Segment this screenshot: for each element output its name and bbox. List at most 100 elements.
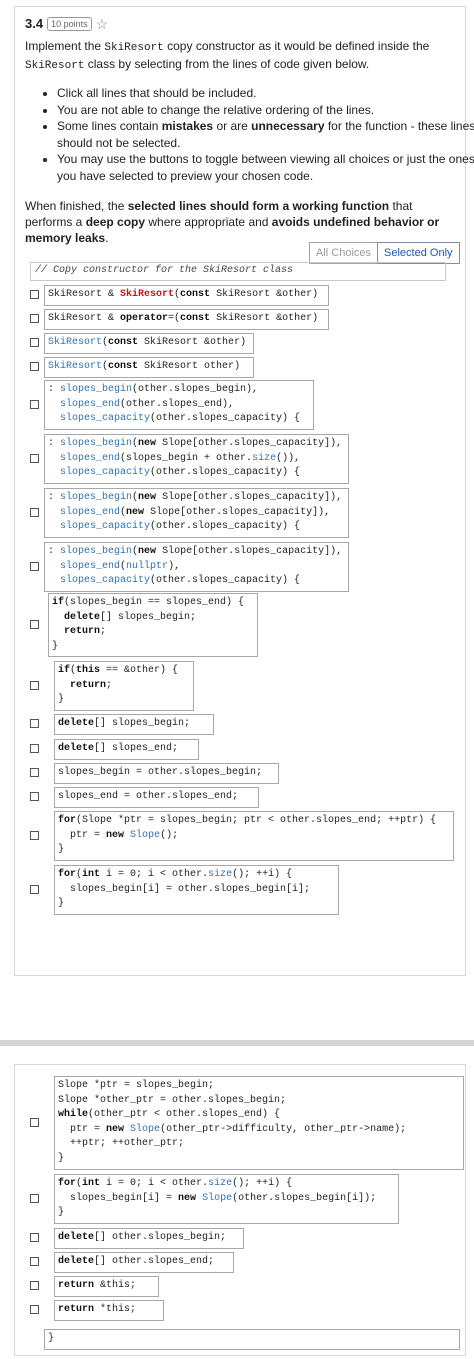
code-token: (); ++i) {	[232, 869, 293, 880]
choice-checkbox[interactable]	[30, 399, 39, 409]
code-choice[interactable]: : slopes_begin(new Slope[other.slopes_ca…	[44, 488, 349, 538]
question-header: 3.4 10 points ☆	[25, 16, 108, 31]
choice-checkbox[interactable]	[30, 1117, 39, 1127]
choice-checkbox[interactable]	[30, 1281, 39, 1291]
choice-checkbox[interactable]	[30, 338, 39, 348]
choice-checkbox[interactable]	[30, 768, 39, 778]
code-choice[interactable]: return *this;	[54, 1300, 164, 1321]
class-name-code: SkiResort	[25, 60, 85, 72]
code-choice[interactable]: : slopes_begin(other.slopes_begin), slop…	[44, 380, 314, 430]
code-choice[interactable]: SkiResort(const SkiResort other)	[44, 357, 254, 378]
code-token: SkiResort &other)	[138, 337, 247, 348]
code-choice[interactable]: for(int i = 0; i < other.size(); ++i) { …	[54, 865, 339, 915]
choice-checkbox[interactable]	[30, 314, 39, 324]
choice-checkbox[interactable]	[30, 719, 39, 729]
finish-text: avoids undefined behavior or memory leak…	[25, 215, 440, 245]
choice-checkbox[interactable]	[30, 1193, 39, 1203]
code-choice[interactable]: SkiResort & operator=(const SkiResort &o…	[44, 309, 329, 330]
code-token	[48, 413, 60, 424]
code-token: (	[102, 337, 109, 348]
code-token: (	[76, 1178, 83, 1189]
code-choice[interactable]: delete[] slopes_begin;	[54, 714, 214, 735]
question-number: 3.4	[25, 16, 44, 31]
code-choice[interactable]: slopes_end = other.slopes_end;	[54, 787, 259, 808]
code-line: delete[] slopes_begin;	[58, 717, 210, 732]
code-token: size	[252, 452, 277, 464]
code-choice[interactable]: for(Slope *ptr = slopes_begin; ptr < oth…	[54, 811, 454, 861]
code-token: (other.slopes_capacity) {	[150, 413, 301, 425]
code-token	[52, 626, 64, 637]
code-line: return;	[52, 625, 254, 640]
code-token: ),	[168, 560, 181, 572]
code-choice[interactable]: slopes_begin = other.slopes_begin;	[54, 763, 279, 784]
choice-checkbox[interactable]	[30, 561, 39, 571]
code-line: SkiResort & operator=(const SkiResort &o…	[48, 312, 325, 327]
code-line: : slopes_begin(new Slope[other.slopes_ca…	[48, 491, 345, 506]
code-token: delete	[58, 743, 95, 754]
code-choice[interactable]: delete[] slopes_end;	[54, 739, 199, 760]
code-token: Slope[other.slopes_capacity]),	[156, 492, 343, 503]
code-line: slopes_capacity(other.slopes_capacity) {	[48, 574, 345, 589]
code-line: SkiResort(const SkiResort &other)	[48, 336, 250, 351]
code-line: slopes_end(other.slopes_end),	[48, 398, 310, 413]
code-choice[interactable]: : slopes_begin(new Slope[other.slopes_ca…	[44, 434, 349, 484]
code-token: delete	[58, 1256, 95, 1267]
code-token: ;	[100, 626, 107, 638]
finish-text: where appropriate and	[145, 215, 272, 229]
choice-checkbox[interactable]	[30, 362, 39, 372]
choice-checkbox[interactable]	[30, 830, 39, 840]
code-line: : slopes_begin(new Slope[other.slopes_ca…	[48, 437, 345, 452]
instruction-text: for the function - these lines should no…	[57, 119, 474, 150]
choice-checkbox[interactable]	[30, 1233, 39, 1243]
code-choice[interactable]: return &this;	[54, 1276, 159, 1297]
code-token: slopes_begin	[60, 384, 133, 395]
code-token: slopes_capacity	[60, 575, 151, 587]
choice-checkbox[interactable]	[30, 884, 39, 894]
code-token: slopes_begin	[60, 492, 133, 503]
choice-checkbox[interactable]	[30, 290, 39, 300]
code-token: }	[58, 898, 65, 910]
code-token: Slope[other.slopes_capacity]),	[156, 546, 343, 557]
code-token: const	[108, 337, 139, 348]
code-token: slopes_end = other.slopes_end;	[58, 791, 239, 802]
code-choice[interactable]: delete[] other.slopes_begin;	[54, 1228, 244, 1249]
selected-only-button[interactable]: Selected Only	[377, 242, 460, 264]
code-choice[interactable]: delete[] other.slopes_end;	[54, 1252, 234, 1273]
code-token: (slopes_begin + other.	[120, 452, 253, 464]
choice-checkbox[interactable]	[30, 1257, 39, 1267]
code-token: new	[138, 492, 157, 503]
code-token: size	[208, 869, 233, 880]
code-token: const	[180, 313, 211, 324]
code-token: }	[58, 694, 65, 706]
code-choice[interactable]: if(this == &other) { return;}	[54, 661, 194, 711]
choice-checkbox[interactable]	[30, 453, 39, 463]
code-line: slopes_end(new Slope[other.slopes_capaci…	[48, 506, 345, 521]
code-token: delete	[64, 611, 101, 623]
code-token: slopes_end	[60, 398, 121, 410]
code-choice[interactable]: Slope *ptr = slopes_begin; Slope *other_p…	[54, 1076, 464, 1170]
code-token: =(	[168, 313, 181, 324]
choice-checkbox[interactable]	[30, 792, 39, 802]
choice-checkbox[interactable]	[30, 1305, 39, 1315]
code-token: Slope *ptr = slopes_begin;	[58, 1080, 215, 1091]
code-token: (	[132, 492, 139, 503]
code-line: Slope *other_ptr = other.slopes_begin;	[58, 1094, 460, 1109]
choice-checkbox[interactable]	[30, 507, 39, 517]
star-icon[interactable]: ☆	[95, 15, 109, 32]
code-choice[interactable]: SkiResort(const SkiResort &other)	[44, 333, 254, 354]
choice-checkbox[interactable]	[30, 744, 39, 754]
code-token: slopes_capacity	[60, 467, 151, 479]
choice-checkbox[interactable]	[30, 620, 39, 630]
code-choice[interactable]: SkiResort & SkiResort(const SkiResort &o…	[44, 285, 329, 306]
code-token	[48, 467, 60, 478]
all-choices-button[interactable]: All Choices	[309, 242, 378, 264]
code-choice[interactable]: : slopes_begin(new Slope[other.slopes_ca…	[44, 542, 349, 592]
instruction-item: You may use the buttons to toggle betwee…	[57, 151, 474, 184]
code-choice[interactable]: if(slopes_begin == slopes_end) { delete[…	[48, 593, 258, 658]
code-line: : slopes_begin(other.slopes_begin),	[48, 383, 310, 398]
code-choice[interactable]: for(int i = 0; i < other.size(); ++i) { …	[54, 1174, 399, 1224]
code-line: for(int i = 0; i < other.size(); ++i) {	[58, 868, 335, 883]
code-line: ptr = new Slope();	[58, 829, 450, 844]
code-line: return;	[58, 679, 190, 694]
choice-checkbox[interactable]	[30, 680, 39, 690]
